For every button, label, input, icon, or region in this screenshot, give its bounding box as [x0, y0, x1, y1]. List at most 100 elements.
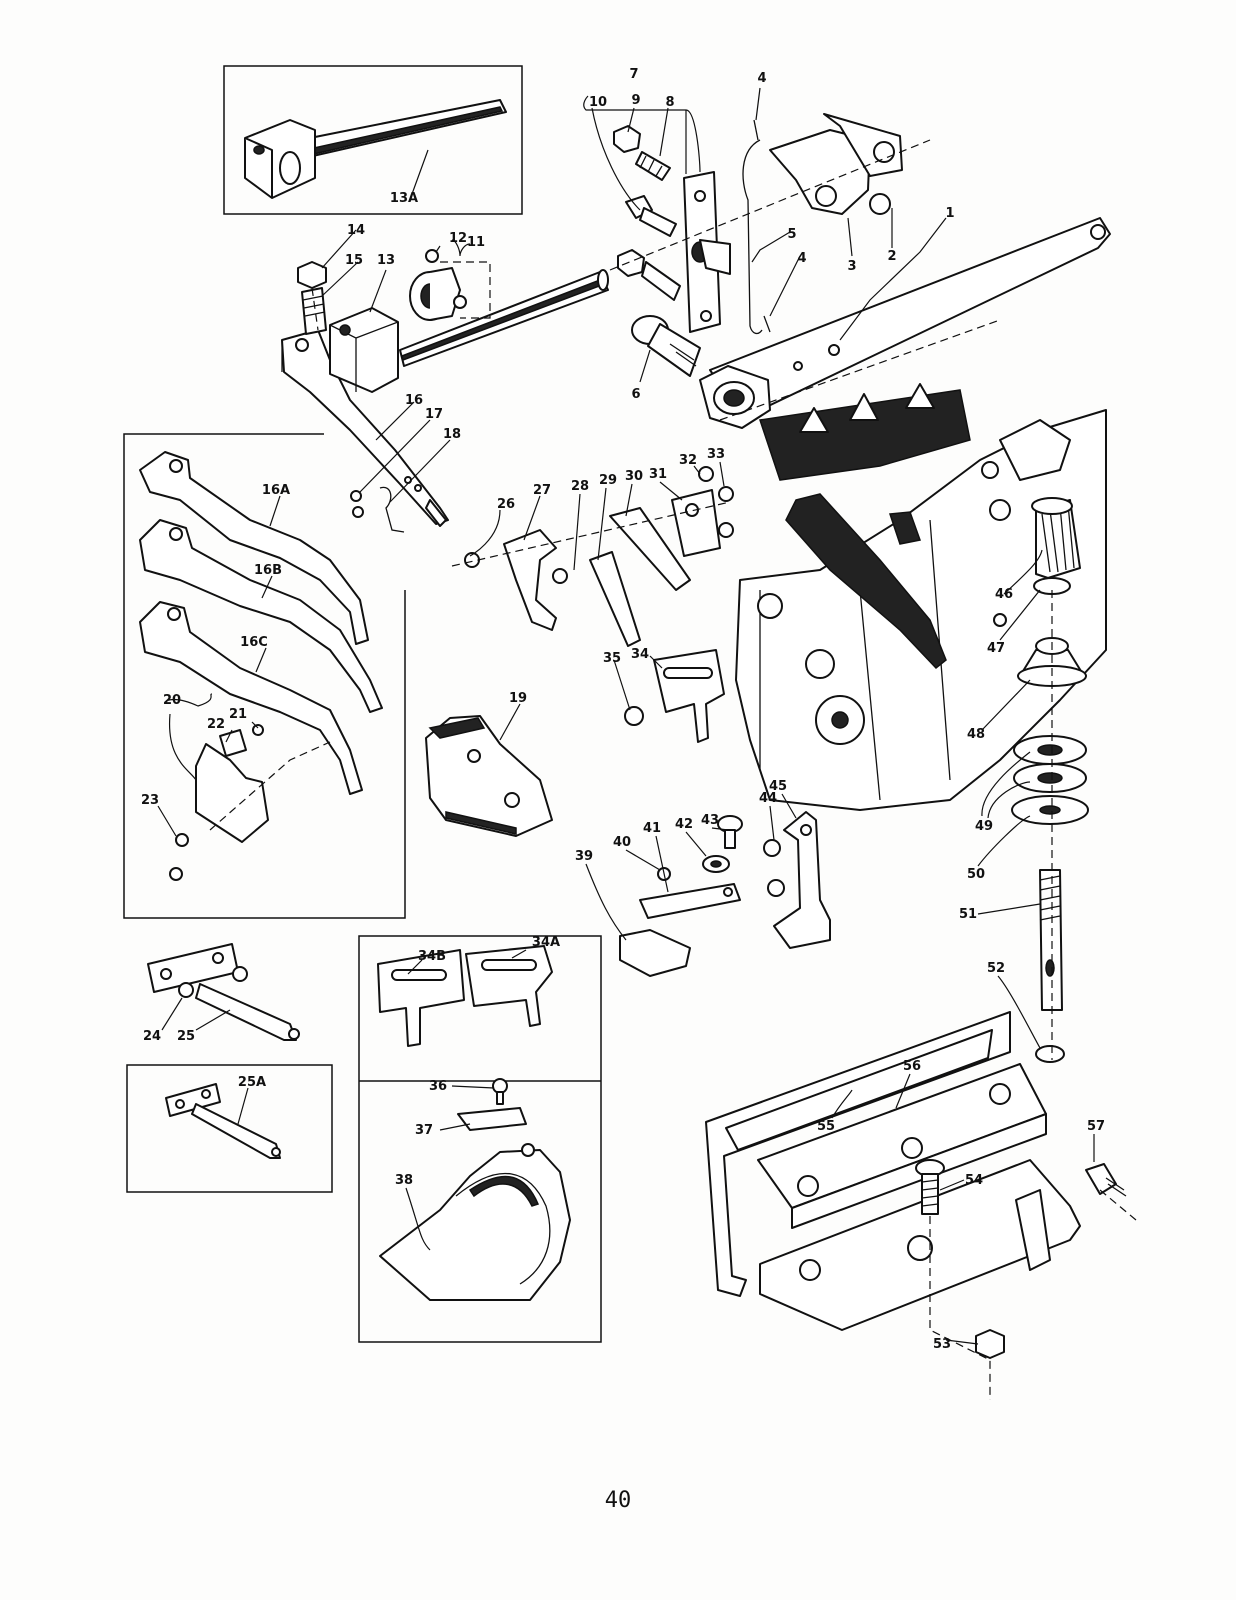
part-34A-bracket: [465, 945, 553, 1027]
callout-17: 17: [425, 407, 443, 422]
part-11-collar: [409, 267, 467, 321]
inset-box-25A: [126, 1064, 333, 1193]
part-12-setscrew: [425, 249, 439, 263]
callout-2: 2: [887, 249, 896, 264]
part-29-guide: [589, 551, 641, 647]
part-36-screw: [492, 1078, 508, 1105]
part-18-spring-wire: [379, 486, 405, 533]
part-4-pin-upper: [753, 119, 759, 141]
callout-50: 50: [967, 867, 985, 882]
part-25A-bracket: [165, 1083, 281, 1159]
part-45-bracket: [773, 811, 831, 949]
part-25-bracket: [147, 943, 300, 1041]
part-2-hole: [869, 193, 891, 215]
callout-51: 51: [959, 907, 977, 922]
callout-25A: 25A: [238, 1075, 266, 1090]
part-32-screw: [698, 466, 714, 482]
callout-39: 39: [575, 849, 593, 864]
callout-1: 1: [945, 206, 954, 221]
callout-27: 27: [533, 483, 551, 498]
part-51-stud: [1039, 869, 1063, 1011]
part-16B-variant: [139, 519, 383, 713]
callout-44: 44: [759, 791, 777, 806]
callout-41: 41: [643, 821, 661, 836]
part-8-screw: [635, 151, 671, 181]
callout-18: 18: [443, 427, 461, 442]
callout-25: 25: [177, 1029, 195, 1044]
part-13-block-shaft: [329, 269, 609, 393]
part-33-washers: [718, 486, 734, 538]
callout-56: 56: [903, 1059, 921, 1074]
callout-35: 35: [603, 651, 621, 666]
part-30-guide: [609, 507, 691, 591]
dash-lever-axis: [719, 319, 1001, 421]
part-3-crank: [769, 113, 903, 215]
part-1-lever: [699, 217, 1111, 429]
callout-38: 38: [395, 1173, 413, 1188]
part-57-stud: [1085, 1163, 1127, 1197]
callout-24: 24: [143, 1029, 161, 1044]
inset-box-16-variants: [123, 433, 406, 919]
callout-10: 10: [589, 95, 607, 110]
part-10-screw: [625, 195, 677, 237]
callout-16C: 16C: [240, 635, 268, 650]
callout-5: 5: [787, 227, 796, 242]
callout-29: 29: [599, 473, 617, 488]
inset-box-13A: [223, 65, 523, 215]
callout-42: 42: [675, 817, 693, 832]
part-5-wire: [742, 139, 763, 335]
callout-11: 11: [467, 235, 485, 250]
machine-needle-bar-block: [759, 383, 971, 670]
part-41-plate: [639, 883, 741, 919]
callout-28: 28: [571, 479, 589, 494]
part-43-screw: [717, 815, 743, 849]
part-34-bracket: [653, 649, 725, 743]
dash-26-33: [451, 501, 731, 567]
callout-37: 37: [415, 1123, 433, 1138]
dash-54-53: [929, 1216, 991, 1400]
callout-22: 22: [207, 717, 225, 732]
part-20-22-plate-assembly: [195, 724, 269, 843]
callout-55: 55: [817, 1119, 835, 1134]
part-31-bracket: [671, 489, 721, 557]
callout-40: 40: [613, 835, 631, 850]
callout-53: 53: [933, 1337, 951, 1352]
callout-57: 57: [1087, 1119, 1105, 1134]
part-16C-variant: [139, 601, 363, 795]
callout-32: 32: [679, 453, 697, 468]
callout-26: 26: [497, 497, 515, 512]
part-7-bracket: [683, 171, 731, 333]
callout-14: 14: [347, 223, 365, 238]
callout-54: 54: [965, 1173, 983, 1188]
part-37-plate: [457, 1107, 527, 1131]
callout-19: 19: [509, 691, 527, 706]
inset-box-34-38: [358, 935, 602, 1343]
callout-8: 8: [665, 95, 674, 110]
callout-3: 3: [847, 259, 856, 274]
part-53-nut: [975, 1329, 1005, 1359]
callout-52: 52: [987, 961, 1005, 976]
part-16A-variant: [139, 451, 369, 645]
callout-34A: 34A: [532, 935, 560, 950]
callout-9: 9: [631, 93, 640, 108]
leader-11-dash: [440, 261, 491, 319]
part-bed-throat: [759, 1159, 1081, 1331]
callout-7: 7: [629, 67, 638, 82]
part-50-felt-disc: [1011, 795, 1089, 825]
part-54-screw: [915, 1159, 945, 1215]
callout-23: 23: [141, 793, 159, 808]
callout-30: 30: [625, 469, 643, 484]
dash-axis-top: [609, 139, 931, 271]
callout-4-lower: 4: [797, 251, 806, 266]
callout-36: 36: [429, 1079, 447, 1094]
part-55-frame: [705, 1011, 1011, 1297]
callout-31: 31: [649, 467, 667, 482]
part-7-lower-screw: [617, 249, 681, 301]
part-28-screw: [552, 568, 568, 584]
dash-57: [1099, 1189, 1137, 1221]
page-number: 40: [604, 1488, 632, 1513]
part-46-knob: [1031, 497, 1081, 579]
callout-20: 20: [163, 693, 181, 708]
